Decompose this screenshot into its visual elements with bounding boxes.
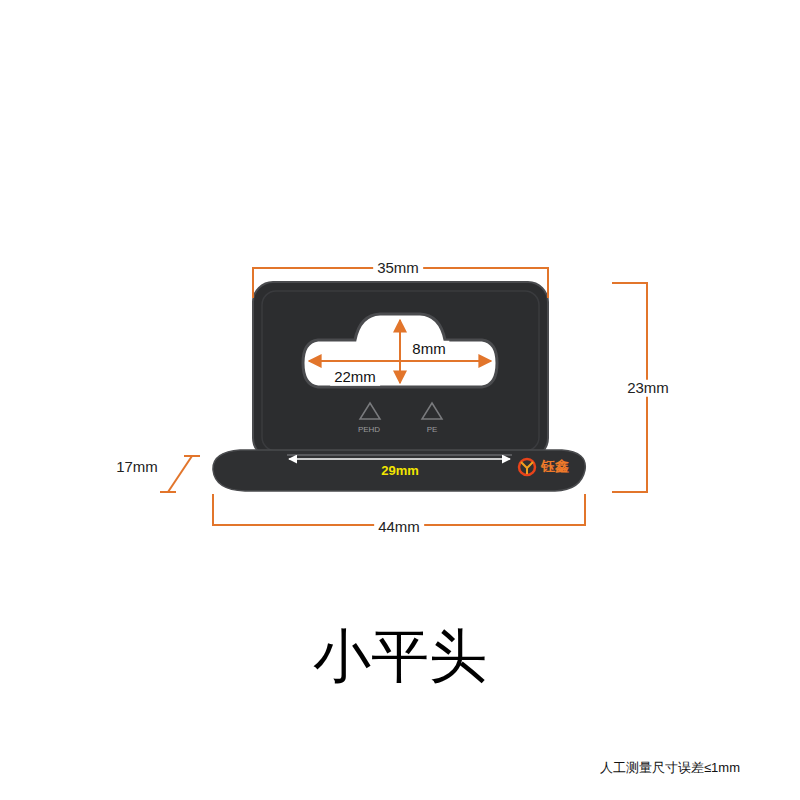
fold-seam <box>287 454 512 456</box>
material-mark: PE <box>427 426 438 435</box>
dimension-label: 29mm <box>381 464 419 478</box>
tab-body <box>253 282 548 458</box>
recycle-symbol <box>360 403 380 419</box>
material-mark: PEHD <box>358 426 380 435</box>
dimension-label: 8mm <box>408 341 449 358</box>
recycle-symbol <box>422 403 442 419</box>
dimension-label: 23mm <box>623 380 673 397</box>
hang-hole <box>303 314 497 387</box>
dimension-tick <box>184 455 200 457</box>
dimension-tick <box>160 491 176 493</box>
logo-mark <box>519 459 535 475</box>
dimension-arrow <box>289 458 510 460</box>
tab-inner-edge <box>262 291 539 451</box>
dimension-arrow <box>309 360 491 362</box>
dimension-label: 22mm <box>330 369 380 386</box>
dimension-line <box>168 456 192 492</box>
title: 小平头 <box>313 624 487 688</box>
dimension-label: 35mm <box>373 260 423 277</box>
base-plate <box>213 450 585 491</box>
dimension-label: 17mm <box>116 459 158 476</box>
watermark: 钰鑫 <box>541 459 569 474</box>
dimension-label: 44mm <box>374 519 424 536</box>
dimension-arrow <box>399 320 401 383</box>
caption: 人工测量尺寸误差≤1mm <box>600 761 740 775</box>
logo-mark <box>521 462 533 474</box>
